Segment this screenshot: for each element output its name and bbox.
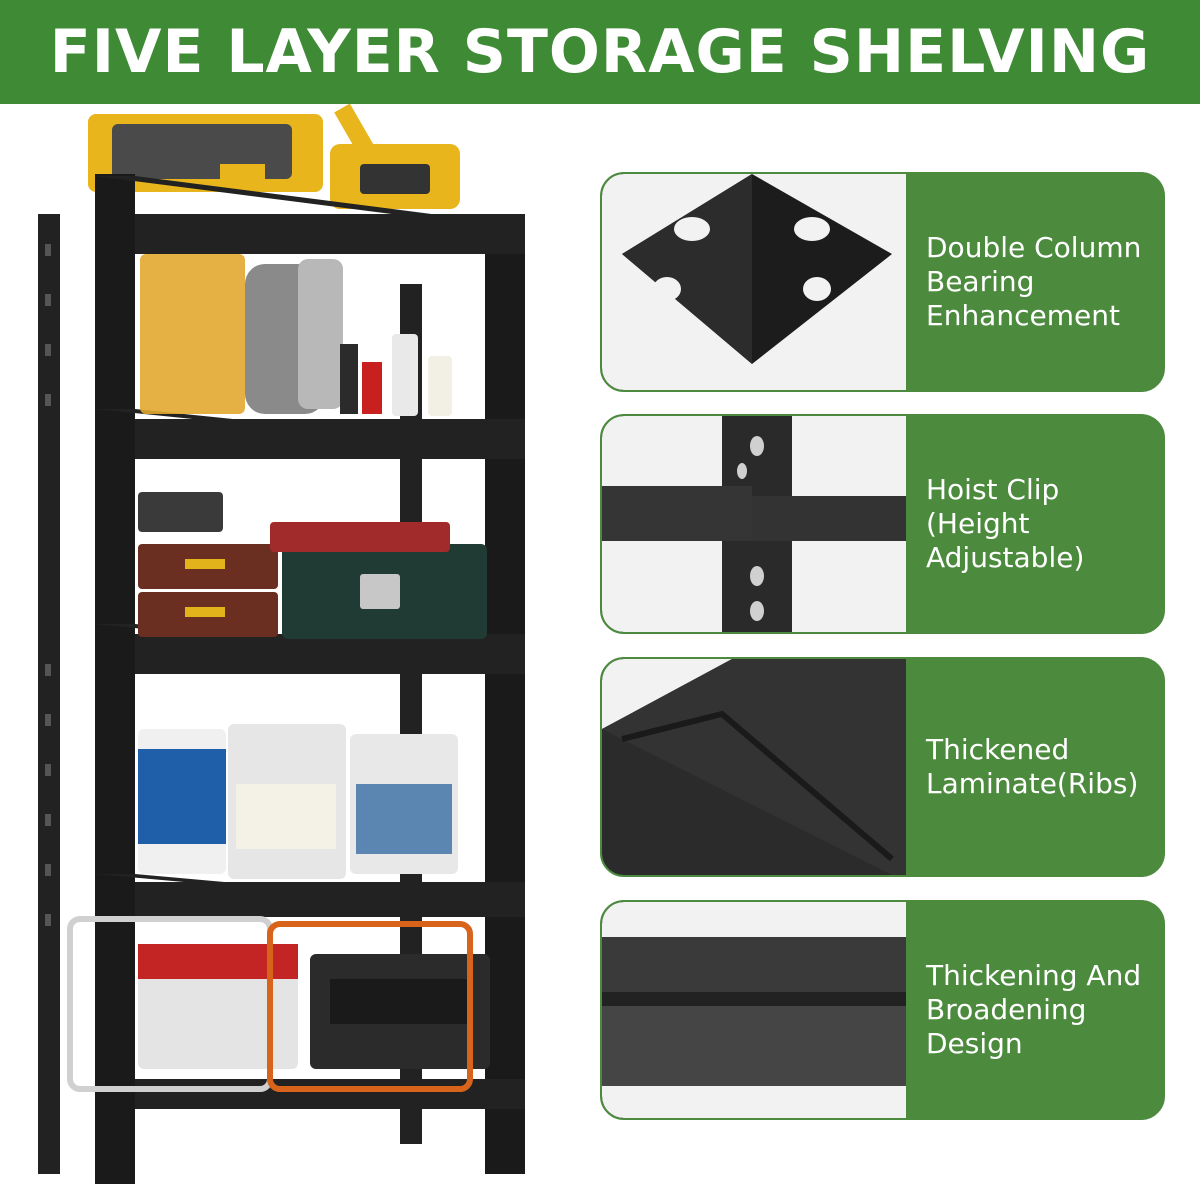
feature-label: Thickened Laminate(Ribs) [926,733,1139,800]
feature-card-laminate: Thickened Laminate(Ribs) [600,657,1165,877]
title-banner: FIVE LAYER STORAGE SHELVING [0,0,1200,104]
feature-label: Thickening And Broadening Design [926,959,1142,1060]
feature-label: Hoist Clip (Height Adjustable) [926,473,1085,574]
generators-icon [67,916,490,1092]
staple-gun-icon [330,103,460,209]
bottles-icon [340,334,452,416]
column-corner-photo-icon [602,174,906,390]
toolbox-icon [88,114,323,192]
storage-case-icon [138,492,278,637]
shelving-unit-image [30,103,550,1194]
broadening-edge-photo-icon [602,902,906,1118]
hoist-clip-photo-icon [602,416,906,632]
paint-cans-icon [138,724,458,879]
feature-card-hoist-clip: Hoist Clip (Height Adjustable) [600,414,1165,634]
oil-jug-icon [140,254,343,414]
laminate-rib-photo-icon [602,659,906,875]
feature-card-broadening: Thickening And Broadening Design [600,900,1165,1120]
feature-label: Double Column Bearing Enhancement [926,231,1142,332]
feature-card-double-column: Double Column Bearing Enhancement [600,172,1165,392]
page-title: FIVE LAYER STORAGE SHELVING [49,17,1151,87]
tool-case-icon [270,522,487,639]
